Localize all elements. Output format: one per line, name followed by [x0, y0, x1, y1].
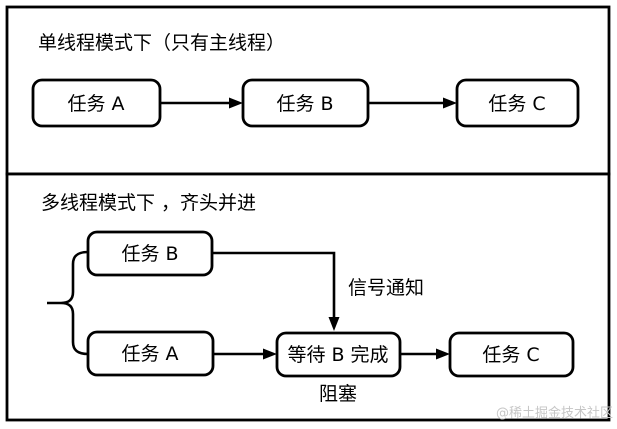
signal-wire-head — [328, 317, 340, 331]
task-c-label-multi: 任务 C — [482, 344, 539, 366]
wait-for-b-label: 等待 B 完成 — [287, 344, 388, 366]
signal-label: 信号通知 — [348, 277, 424, 299]
task-c-label-single: 任务 C — [488, 93, 545, 115]
signal-wire — [212, 251, 336, 318]
parallel-brace — [47, 250, 89, 356]
multi-thread-section-frame — [5, 172, 611, 422]
task-c-box-multi — [448, 331, 575, 378]
task-c-box-single — [455, 78, 580, 128]
multi-thread-title: 多线程模式下 ，齐头并进 — [41, 192, 256, 214]
task-b-label-multi: 任务 B — [121, 243, 178, 265]
task-a-label-single: 任务 A — [67, 93, 124, 115]
arrow-a-to-b-head — [229, 97, 243, 109]
arrow-wait-to-c-head — [436, 348, 450, 360]
arrow-b-to-c-head — [443, 97, 457, 109]
watermark: @稀土掘金技术社区 — [496, 405, 613, 421]
task-b-label-single: 任务 B — [276, 93, 333, 115]
task-a-label-multi: 任务 A — [121, 343, 178, 365]
arrow-a-to-wait-head — [263, 348, 277, 360]
block-label: 阻塞 — [319, 383, 357, 405]
single-thread-title: 单线程模式下（只有主线程） — [38, 32, 285, 54]
